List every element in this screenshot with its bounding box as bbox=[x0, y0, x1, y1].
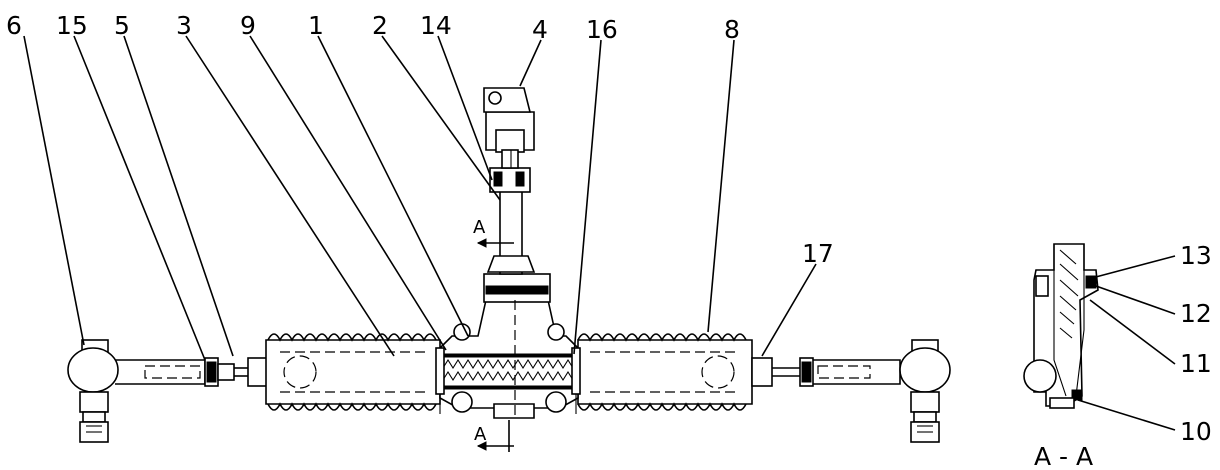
callout-6: 6 bbox=[6, 11, 22, 40]
callout-10: 10 bbox=[1180, 417, 1212, 446]
pinion-shaft bbox=[483, 87, 536, 275]
section-view bbox=[1023, 243, 1099, 409]
left-bellows-boot bbox=[265, 333, 441, 411]
callout-5: 5 bbox=[114, 11, 130, 40]
callout-11: 11 bbox=[1180, 349, 1212, 378]
callout-15: 15 bbox=[56, 11, 88, 40]
section-mark-top: A bbox=[473, 217, 486, 238]
gear-housing bbox=[435, 273, 581, 419]
section-mark-bottom: A bbox=[474, 424, 487, 445]
callout-16: 16 bbox=[586, 15, 618, 44]
left-tie-rod-end bbox=[67, 339, 119, 443]
steering-gear-assembly bbox=[67, 87, 951, 443]
callout-12: 12 bbox=[1180, 299, 1212, 328]
callout-3: 3 bbox=[176, 11, 192, 40]
section-cut-marker-top: A bbox=[473, 217, 514, 248]
callout-14: 14 bbox=[420, 11, 452, 40]
callout-13: 13 bbox=[1180, 241, 1212, 270]
section-cut-marker-bottom: A bbox=[474, 420, 514, 452]
callout-8: 8 bbox=[724, 15, 740, 44]
section-view-title: A - A bbox=[1034, 442, 1093, 470]
right-bellows-boot bbox=[577, 333, 753, 411]
right-tie-rod-end bbox=[899, 339, 951, 443]
callout-4: 4 bbox=[532, 15, 548, 44]
callout-2: 2 bbox=[372, 11, 388, 40]
left-tie-rod bbox=[115, 357, 269, 387]
leader-lines bbox=[23, 35, 1176, 431]
callout-labels: 6 15 5 3 9 1 2 14 4 16 8 17 13 12 11 10 … bbox=[6, 11, 1212, 470]
callout-1: 1 bbox=[308, 11, 324, 40]
right-tie-rod bbox=[751, 357, 901, 387]
callout-9: 9 bbox=[240, 11, 256, 40]
callout-17: 17 bbox=[802, 239, 834, 268]
